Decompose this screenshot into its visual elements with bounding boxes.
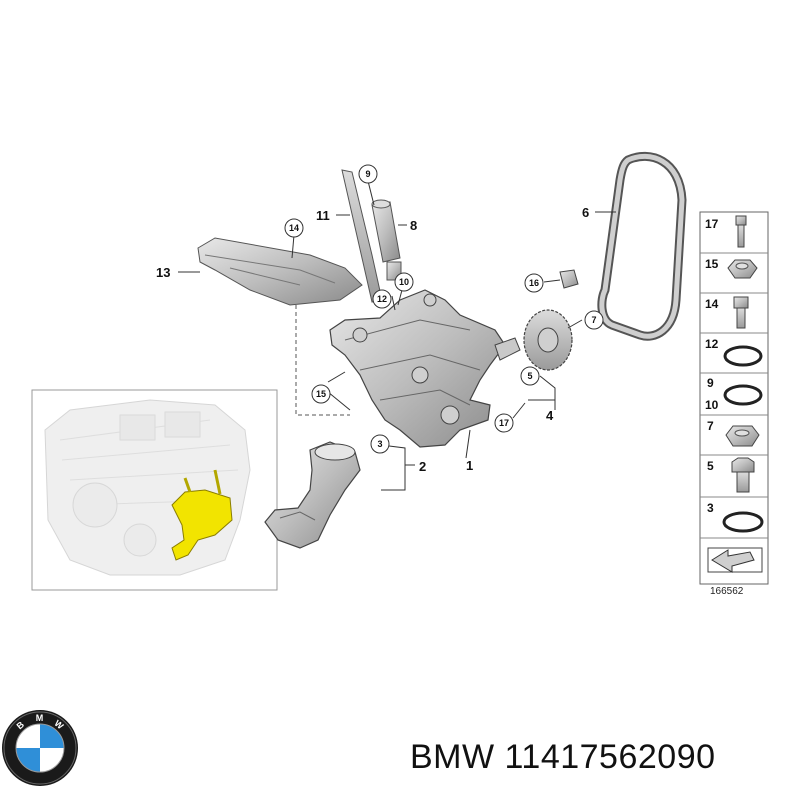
oil-pump-body — [329, 289, 521, 448]
circled-callout-text: 9 14 10 12 16 7 15 5 17 3 — [289, 169, 597, 449]
panel-label-3: 3 — [707, 501, 714, 515]
dashed-leader — [295, 305, 350, 416]
leader-lines — [178, 180, 616, 491]
callout-7: 7 — [591, 315, 596, 325]
panel-label-12: 12 — [705, 337, 719, 351]
label-2: 2 — [419, 459, 426, 474]
parts-panel: 17 15 14 12 9 10 7 5 3 — [699, 211, 769, 597]
label-1: 1 — [466, 458, 473, 473]
label-11: 11 — [316, 208, 330, 223]
bmw-logo: BMW — [2, 710, 78, 786]
panel-label-10: 10 — [705, 398, 719, 412]
nut-15-icon — [727, 259, 758, 279]
sealing-ring-9-10-icon — [723, 384, 763, 406]
diagram-number: 166562 — [710, 586, 744, 597]
pump-sprocket — [523, 309, 573, 371]
sealing-ring-12-icon — [723, 345, 763, 367]
bolt-5-icon — [731, 457, 755, 493]
logo-letter: M — [36, 713, 45, 723]
callout-16: 16 — [529, 278, 539, 288]
panel-label-7: 7 — [707, 419, 714, 433]
panel-label-9: 9 — [707, 376, 714, 390]
panel-label-17: 17 — [705, 217, 719, 231]
part-number-caption: BMW 11417562090 — [410, 738, 716, 776]
bolt-17-icon — [735, 215, 747, 248]
relief-valve-sleeve — [371, 199, 402, 281]
circled-callouts — [284, 164, 604, 454]
label-6: 6 — [582, 205, 589, 220]
label-13: 13 — [156, 265, 170, 280]
baffle-plate — [197, 237, 363, 306]
bolt-14-icon — [733, 296, 749, 329]
engine-overview-inset — [31, 389, 278, 591]
callout-3: 3 — [377, 439, 382, 449]
panel-label-14: 14 — [705, 297, 719, 311]
plain-labels: 13 11 8 6 2 1 4 — [156, 205, 589, 474]
panel-label-5: 5 — [707, 459, 714, 473]
panel-label-15: 15 — [705, 257, 719, 271]
label-8: 8 — [410, 218, 417, 233]
callout-14: 14 — [289, 223, 299, 233]
callout-15: 15 — [316, 389, 326, 399]
drive-chain — [597, 151, 687, 341]
oil-pump-highlight — [171, 469, 233, 561]
callout-9: 9 — [365, 169, 370, 179]
oil-strainer — [264, 441, 361, 549]
callout-17: 17 — [499, 418, 509, 428]
arrow-plate-icon — [707, 547, 763, 573]
callout-5: 5 — [527, 371, 532, 381]
sealing-ring-3-icon — [722, 511, 764, 533]
callout-10: 10 — [399, 277, 409, 287]
nut-7-icon — [725, 425, 760, 447]
callout-12: 12 — [377, 294, 387, 304]
panel-labels: 17 15 14 12 9 10 7 5 3 — [705, 217, 719, 515]
label-4: 4 — [546, 408, 554, 423]
sleeve-16 — [559, 269, 579, 289]
